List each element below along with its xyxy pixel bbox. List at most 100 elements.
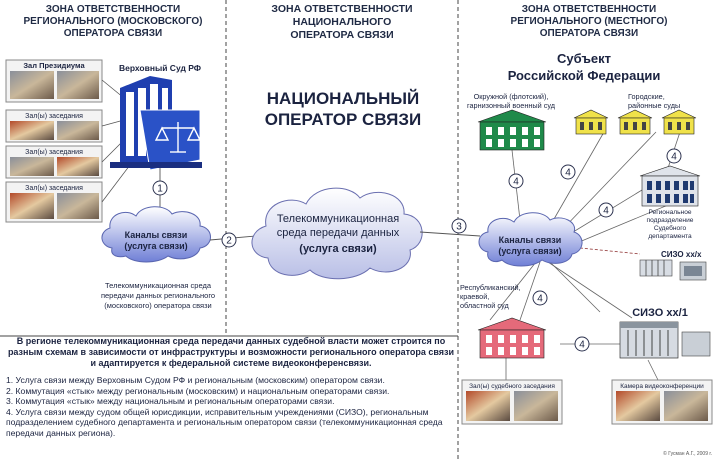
- link-3-number: 3: [456, 222, 462, 233]
- republic-court-label: Республиканский, краевой, областной суд: [460, 283, 521, 310]
- room-sessions-1-photo-2: [57, 121, 99, 140]
- link-4f-number: 4: [579, 340, 585, 351]
- room-sessions-2-label: Зал(ы) заседания: [25, 149, 83, 156]
- right-channels-line-1: Каналы связи: [499, 235, 562, 245]
- left-channels-line-2: (услуга связи): [124, 241, 187, 251]
- link-4d-badge: [598, 202, 614, 218]
- link-3-line: [419, 231, 481, 237]
- left-channels-cloud: Каналы связи (услуга связи): [101, 206, 211, 263]
- explanation-panel: В регионе телекоммуникационная среда пер…: [6, 336, 456, 454]
- zone-right-line-2: РЕГИОНАЛЬНОГО (МЕСТНОГО): [511, 16, 668, 27]
- room-sessions-3-photo-2: [57, 193, 99, 219]
- link-1-number: 1: [157, 184, 163, 195]
- national-telecom-line-1: Телекоммуникационная: [277, 213, 399, 225]
- link-4a-number: 4: [513, 177, 519, 188]
- national-operator-title: НАЦИОНАЛЬНЫЙ ОПЕРАТОР СВЯЗИ: [265, 89, 422, 129]
- left-telecom-line-2: передачи данных регионального: [101, 291, 215, 300]
- city-court-building-icon-1: [573, 109, 609, 135]
- national-operator-line-2: ОПЕРАТОР СВЯЗИ: [265, 110, 422, 129]
- link-4b-number: 4: [565, 168, 571, 179]
- explanation-item-2: 2. Коммутация «стык» между региональным …: [6, 385, 390, 396]
- copyright: © Гусман А.Г., 2009 г.: [663, 450, 712, 457]
- explanation-lead: В регионе телекоммуникационная среда пер…: [7, 336, 455, 368]
- republic-court-line-3: областной суд: [460, 301, 509, 310]
- room-sessions-3-photo-1: [10, 193, 54, 219]
- link-2-number: 2: [226, 236, 232, 247]
- city-court-building-icon-3: [661, 109, 697, 135]
- link-4d-number: 4: [603, 206, 609, 217]
- zone-center-line-2: НАЦИОНАЛЬНОГО: [293, 16, 392, 28]
- right-channels-line-2: (услуга связи): [498, 246, 561, 256]
- hall-photo-panel: Зал(ы) судебного заседания: [461, 379, 563, 425]
- zone-left-line-3: ОПЕРАТОРА СВЯЗИ: [64, 28, 162, 39]
- room-sessions-3-label: Зал(ы) заседания: [25, 185, 83, 192]
- link-4c-number: 4: [671, 152, 677, 163]
- supreme-court-label: Верховный Суд РФ: [119, 63, 201, 73]
- national-telecom-line-2: среда передачи данных: [277, 227, 400, 239]
- link-4e-number: 4: [537, 294, 543, 305]
- city-courts-line-1: Городские,: [628, 92, 665, 101]
- regional-department-line-4: департамента: [648, 233, 692, 240]
- zone-left-line-2: РЕГИОНАЛЬНОГО (МОСКОВСКОГО): [24, 16, 203, 27]
- zone-header-right: ЗОНА ОТВЕТСТВЕННОСТИ РЕГИОНАЛЬНОГО (МЕСТ…: [511, 4, 668, 39]
- zone-header-left: ЗОНА ОТВЕТСТВЕННОСТИ РЕГИОНАЛЬНОГО (МОСК…: [24, 4, 203, 39]
- explanation-item-3: 3. Коммутация «стык» между национальным …: [6, 396, 335, 407]
- room-presidium-label: Зал Президиума: [23, 61, 85, 70]
- subject-line-1: Субъект: [557, 51, 611, 66]
- sizo-small-icon: СИЗО хх/х: [639, 250, 707, 281]
- sizo-big-icon: СИЗО хх/1: [619, 307, 711, 359]
- city-court-building-icon-2: [617, 109, 653, 135]
- zone-left-line-1: ЗОНА ОТВЕТСТВЕННОСТИ: [46, 4, 180, 15]
- city-courts-label: Городские, районные суды: [628, 92, 680, 110]
- right-channels-cloud: Каналы связи (услуга связи): [478, 212, 583, 267]
- room-sessions-2-photo-1: [10, 157, 54, 176]
- national-telecom-cloud: Телекоммуникационная среда передачи данн…: [251, 187, 423, 280]
- republic-court-line-2: краевой,: [460, 292, 489, 301]
- subject-line-2: Российской Федерации: [508, 68, 661, 83]
- hall-caption: Зал(ы) судебного заседания: [469, 382, 555, 390]
- explanation-item-4: 4. Услуга связи между судом общей юрисди…: [6, 406, 443, 438]
- zone-right-line-3: ОПЕРАТОРА СВЯЗИ: [540, 28, 638, 39]
- national-telecom-line-3: (услуга связи): [299, 243, 377, 255]
- link-4c-badge: [666, 148, 682, 164]
- left-telecom-line-3: (московского) оператора связи: [104, 301, 212, 310]
- left-telecom-caption: Телекоммуникационная среда передачи данн…: [101, 281, 215, 310]
- zone-center-line-1: ЗОНА ОТВЕТСТВЕННОСТИ: [271, 3, 412, 15]
- room-photos: Зал Президиума Зал(ы) заседания Зал(ы) з…: [5, 59, 103, 223]
- regional-department-line-1: Региональное: [648, 209, 691, 216]
- link-4a-badge: [508, 173, 524, 189]
- room-sessions-2-photo-2: [57, 157, 99, 176]
- regional-department-building-icon: [639, 165, 701, 207]
- room-presidium-photo-1: [10, 71, 54, 99]
- regional-department-line-2: подразделение: [647, 217, 694, 224]
- supreme-court-building-icon: Верховный Суд РФ: [110, 63, 202, 171]
- subject-title: Субъект Российской Федерации: [508, 51, 661, 83]
- link-1-badge: [152, 180, 168, 196]
- link-4f-badge: [574, 336, 590, 352]
- military-court-building-icon: Окружной (флотский), гарнизонный военный…: [467, 92, 556, 151]
- zone-center-line-3: ОПЕРАТОРА СВЯЗИ: [290, 29, 393, 41]
- sizo-big-label: СИЗО хх/1: [632, 307, 688, 319]
- room-presidium-photo-2: [57, 71, 99, 99]
- room-sessions-1-label: Зал(ы) заседания: [25, 113, 83, 120]
- republic-court-building-icon: [477, 317, 547, 359]
- left-channels-line-1: Каналы связи: [125, 230, 188, 240]
- link-4-badges: 4 4 4 4 4 4: [508, 148, 682, 352]
- room-sessions-1-photo-1: [10, 121, 54, 140]
- zone-header-center: ЗОНА ОТВЕТСТВЕННОСТИ НАЦИОНАЛЬНОГО ОПЕРА…: [271, 3, 412, 41]
- republic-court-line-1: Республиканский,: [460, 283, 521, 292]
- regional-department-line-3: Судебного: [654, 224, 687, 232]
- camera-photo-panel: Камера видеоконференции: [611, 379, 713, 425]
- left-telecom-line-1: Телекоммуникационная среда: [105, 281, 212, 290]
- link-4e-badge: [532, 290, 548, 306]
- explanation-item-1: 1. Услуга связи между Верховным Судом РФ…: [6, 375, 385, 385]
- link-3-badge: [451, 218, 467, 234]
- zone-right-line-1: ЗОНА ОТВЕТСТВЕННОСТИ: [522, 4, 656, 15]
- city-courts-line-2: районные суды: [628, 101, 680, 110]
- link-2-badge: [221, 232, 237, 248]
- link-4b-badge: [560, 164, 576, 180]
- military-court-line-2: гарнизонный военный суд: [467, 101, 556, 110]
- scales-of-justice-icon: [154, 122, 202, 153]
